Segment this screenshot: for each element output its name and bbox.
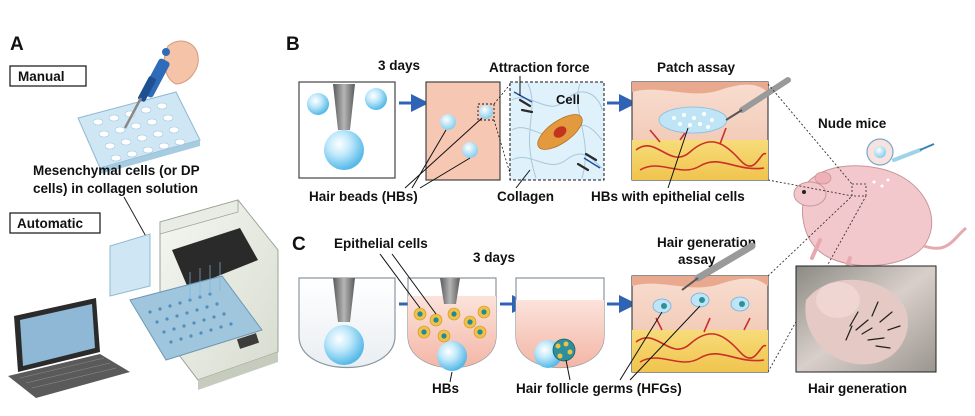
manual-label: Manual <box>18 69 65 84</box>
hair-gen-assay-line1: Hair generation <box>657 235 756 250</box>
hbs-epithelial-label: HBs with epithelial cells <box>591 189 745 204</box>
automatic-label-box <box>9 212 101 234</box>
tube-3 <box>515 277 605 369</box>
attraction-force-label: Attraction force <box>489 60 590 75</box>
hb-pointer-3 <box>404 117 483 189</box>
epithelial-cells-label: Epithelial cells <box>334 236 428 251</box>
hair-generation-label: Hair generation <box>808 381 907 396</box>
hair-generation-skin-box <box>631 275 769 373</box>
pointer-line-a <box>123 196 149 241</box>
tube-1 <box>298 277 396 369</box>
hb-pointer-2 <box>419 157 471 189</box>
hb-pointer-1 <box>411 129 447 189</box>
epithelial-pointer-2 <box>391 253 437 315</box>
syringe-b <box>725 77 791 121</box>
automatic-dispenser-illustration <box>109 199 279 390</box>
patch-assay-skin-box <box>631 81 769 181</box>
zoom-line-top <box>493 81 513 105</box>
hfgs-pointer-3 <box>629 305 701 381</box>
nude-mice-label: Nude mice <box>818 116 887 131</box>
zoom-line-bottom <box>493 119 513 181</box>
hfgs-pointer-2 <box>619 311 663 381</box>
hfgs-pointer-1 <box>565 359 571 381</box>
hfgs-label: Hair follicle germs (HFGs) <box>516 381 682 396</box>
manual-label-box <box>9 65 87 87</box>
automatic-label: Automatic <box>17 216 83 231</box>
panel-c-3-days: 3 days <box>473 250 515 265</box>
panel-letter-a: A <box>10 34 24 55</box>
hfg-implants <box>652 292 750 314</box>
syringe-c <box>681 242 756 291</box>
pipette-hand-illustration <box>123 40 199 129</box>
panel-letter-b: B <box>286 34 300 55</box>
nude-mouse-illustration <box>793 165 967 272</box>
well-plate-illustration <box>77 91 201 174</box>
hair-gen-assay-line2: assay <box>678 252 716 267</box>
mesenchymal-description-line1: Mesenchymal cells (or DP <box>33 163 200 178</box>
cell-label: Cell <box>556 92 580 107</box>
hair-generation-photo <box>795 265 937 373</box>
connector-b-mouse-1 <box>767 83 853 185</box>
hbs-label: HBs <box>432 381 459 396</box>
collagen-pointer <box>515 169 531 189</box>
hbs-epithelial-pointer <box>667 127 689 189</box>
laptop-illustration <box>8 298 130 398</box>
hb-in-collagen-box <box>425 81 501 181</box>
hair-beads-label: Hair beads (HBs) <box>309 189 418 204</box>
mesenchymal-description-line2: cells) in collagen solution <box>33 181 198 196</box>
hbs-pointer <box>449 371 453 383</box>
panel-b-3-days: 3 days <box>378 58 420 73</box>
patch-assay-label: Patch assay <box>657 60 736 75</box>
collagen-label: Collagen <box>497 189 554 204</box>
collagen-cell-detail-box <box>509 81 605 181</box>
connector-c-mouse-1 <box>767 195 853 277</box>
hb-formation-box <box>298 81 396 179</box>
tube-2 <box>407 277 497 371</box>
mouse-injection-zoom <box>866 138 935 166</box>
panel-letter-c: C <box>292 234 306 255</box>
epithelial-pointer-1 <box>379 253 421 309</box>
